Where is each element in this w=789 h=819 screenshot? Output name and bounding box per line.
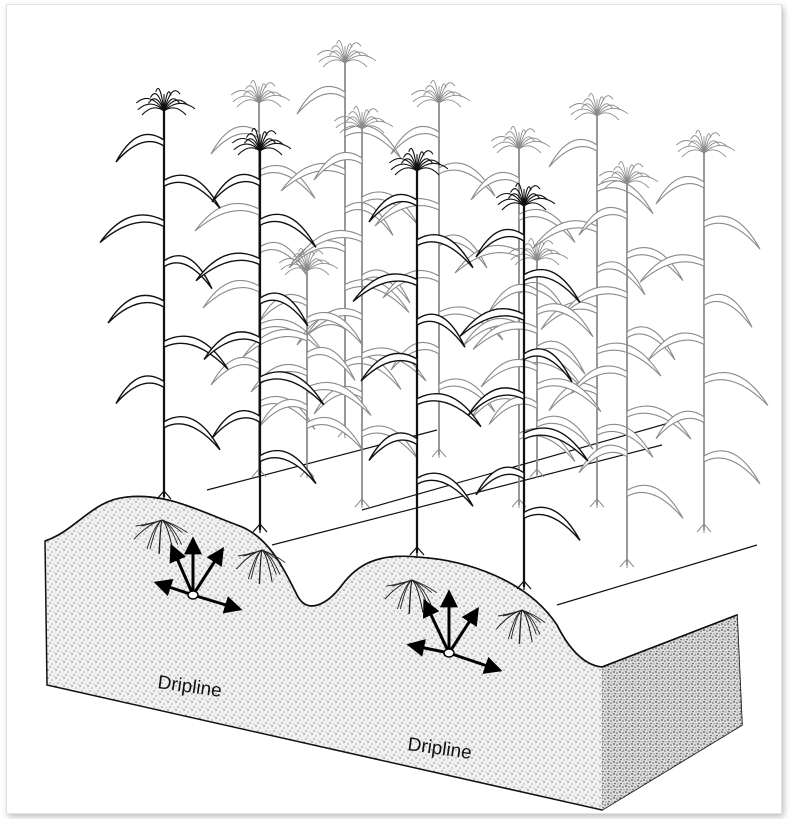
corn-plant-background: [640, 130, 768, 533]
brace-roots: [253, 524, 267, 533]
brace-roots: [697, 524, 711, 533]
figure-frame: Dripline Dripline: [6, 4, 782, 814]
leaves: [243, 294, 371, 450]
dripline-emitter-right: [444, 649, 454, 657]
brace-roots: [530, 469, 544, 478]
corn-plant-background: [533, 93, 661, 508]
soil-side-face: [602, 615, 742, 810]
tassel: [496, 183, 555, 210]
brace-roots: [590, 499, 604, 508]
tassel: [411, 80, 470, 107]
tassel: [136, 88, 195, 115]
tassel: [317, 40, 376, 67]
tassel: [676, 130, 735, 157]
tassel: [231, 80, 290, 107]
brace-roots: [432, 449, 446, 458]
tassel: [491, 126, 550, 153]
soil-block: [45, 496, 742, 810]
brace-roots: [410, 547, 424, 556]
dripline-emitter-left: [188, 591, 198, 599]
corn-dripline-diagram: Dripline Dripline: [7, 5, 781, 813]
corn-plant-foreground: [100, 88, 228, 500]
tassel: [569, 93, 628, 120]
brace-roots: [355, 499, 369, 508]
brace-roots: [620, 559, 634, 568]
